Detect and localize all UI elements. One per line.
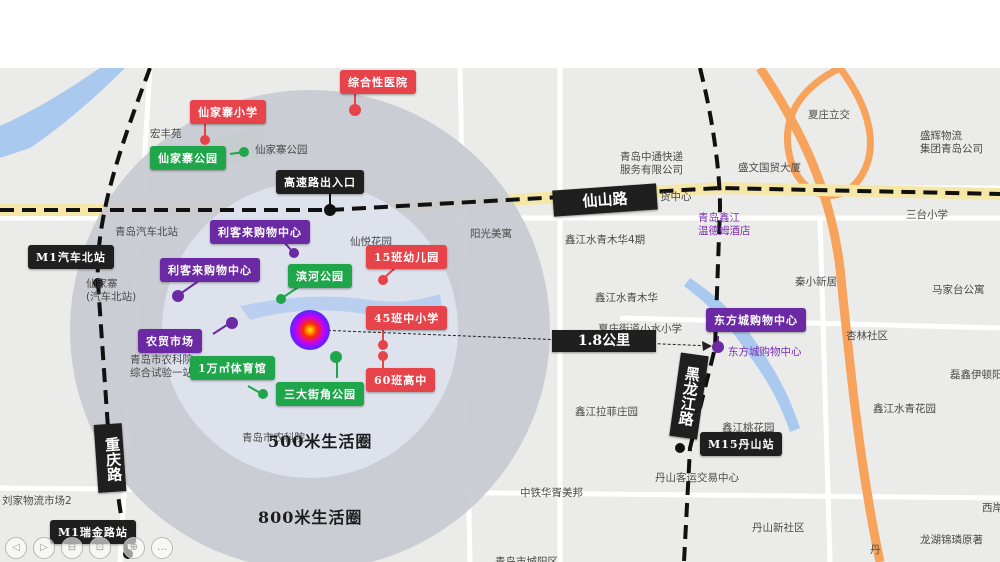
base-map xyxy=(0,68,1000,562)
distance-arrowhead xyxy=(702,341,712,351)
poi-kindergarten: 15班幼儿园 xyxy=(366,245,448,269)
poi-highway-exit: 高速路出入口 xyxy=(276,170,364,194)
map-label-bus-north2: (汽车北站) xyxy=(86,291,137,303)
road-chongqing: 重庆路 xyxy=(93,423,127,493)
map-label-danshan-xin: 丹山新社区 xyxy=(752,522,805,534)
river-northwest xyxy=(0,68,125,158)
map-label-taohua: 鑫江桃花园 xyxy=(722,422,775,434)
map-label-dongfang: 东方城购物中心 xyxy=(728,346,802,358)
map-label-qinxiao: 秦小新居 xyxy=(795,276,837,288)
poi-xianjiazhai-park: 仙家寨公园 xyxy=(150,146,226,170)
next-slide-button[interactable]: ▷ xyxy=(33,537,55,559)
poi-binhe-park: 滨河公园 xyxy=(288,264,352,288)
map-label-xiazhuang: 夏庄立交 xyxy=(808,109,850,121)
map-label-yunjiao: 丹山客运交易中心 xyxy=(655,472,739,484)
river-east xyxy=(684,278,800,432)
project-site-heat xyxy=(290,310,330,350)
poi-dongfang-mall: 东方城购物中心 xyxy=(706,308,806,332)
poi-farmers-market: 农贸市场 xyxy=(138,329,202,353)
poi-dots xyxy=(93,104,724,559)
map-label-xianjiazhai-park: 仙家寨公园 xyxy=(255,144,308,156)
poi-hospital: 综合性医院 xyxy=(340,70,416,94)
map-label-majia: 马家台公寓 xyxy=(932,284,985,296)
poi-school45: 45班中小学 xyxy=(366,306,448,330)
poi-street-park: 三大街角公园 xyxy=(276,382,364,406)
map-label-wendi: 温德姆酒店 xyxy=(698,225,751,237)
map-area: 宏丰苑 仙家寨公园 青岛汽车北站 仙悦花园 阳光美寓 仙家寨 (汽车北站) 青岛… xyxy=(0,68,1000,562)
map-label-yangguang: 阳光美寓 xyxy=(470,228,512,240)
more-options-button[interactable]: … xyxy=(151,537,173,559)
map-label-leixin: 磊鑫伊顿阳 xyxy=(950,369,1000,381)
map-label-xinjiang-qingmu: 鑫江水青木华 xyxy=(595,292,658,304)
map-label-xinjiang-qinghua: 鑫江水青花园 xyxy=(873,403,936,415)
map-label-qingdaoshi: 青岛市城阳区 xyxy=(495,556,558,562)
poi-highschool: 60班高中 xyxy=(366,368,436,392)
map-label-xixie: 西岸 xyxy=(982,502,1000,514)
slides-grid-button[interactable]: ⊡ xyxy=(89,537,111,559)
station-m1-north: M1汽车北站 xyxy=(28,245,114,269)
map-label-agri: 青岛市农科院 xyxy=(130,354,193,366)
map-label-zhongtong: 青岛中通快递 xyxy=(620,151,683,163)
map-label-shengwen: 盛文国贸大厦 xyxy=(738,162,801,174)
map-label-sanmu: 三台小学 xyxy=(906,209,948,221)
poi-gym: 1万㎡体育馆 xyxy=(190,356,275,380)
map-label-xinjiang-laf: 鑫江拉菲庄园 xyxy=(575,406,638,418)
map-label-huo: 货中心 xyxy=(660,191,692,203)
map-label-shengshi2: 集团青岛公司 xyxy=(920,143,983,155)
map-label-xingshe: 杏林社区 xyxy=(846,330,888,342)
map-label-xinjiang-qingmu4: 鑫江水青木华4期 xyxy=(565,234,646,246)
map-label-agri2: 综合试验一站 xyxy=(130,367,193,379)
map-label-qingdao-bottom: 青岛市农科院 xyxy=(242,432,305,444)
map-label-bus-north: 青岛汽车北站 xyxy=(115,226,178,238)
top-blank-band xyxy=(0,0,1000,68)
distance-label: 1.8公里 xyxy=(552,330,656,352)
expressway-orange xyxy=(756,68,885,562)
prev-slide-button[interactable]: ◁ xyxy=(5,537,27,559)
map-label-shengshi: 盛辉物流 xyxy=(920,130,962,142)
poi-xianjiazhai-school: 仙家寨小学 xyxy=(190,100,266,124)
map-label-xianjiazhai: 仙家寨 xyxy=(86,278,118,290)
poi-likelai-1: 利客来购物中心 xyxy=(210,220,310,244)
poi-likelai-2: 利客来购物中心 xyxy=(160,258,260,282)
map-label-longhu: 龙湖锦璘原著 xyxy=(920,534,983,546)
map-label-dan: 丹 xyxy=(870,544,881,556)
ring-label-500: 500米生活圈 xyxy=(268,432,373,451)
map-label-qingjiang: 青岛鑫江 xyxy=(698,212,740,224)
map-label-zhongtie: 中铁华胥美邦 xyxy=(520,487,583,499)
map-label-logistics: 刘家物流市场2 xyxy=(2,495,72,507)
map-label-zhongtong2: 服务有限公司 xyxy=(620,164,683,176)
map-label-hongfeng: 宏丰苑 xyxy=(150,128,182,140)
station-m15: M15丹山站 xyxy=(700,432,783,456)
pen-tool-button[interactable]: ⊟ xyxy=(61,537,83,559)
station-m1-ruijin: M1瑞金路站 xyxy=(50,520,136,544)
zoom-button[interactable]: ⊕ xyxy=(123,537,145,559)
ring-label-800: 800米生活圈 xyxy=(258,508,363,527)
